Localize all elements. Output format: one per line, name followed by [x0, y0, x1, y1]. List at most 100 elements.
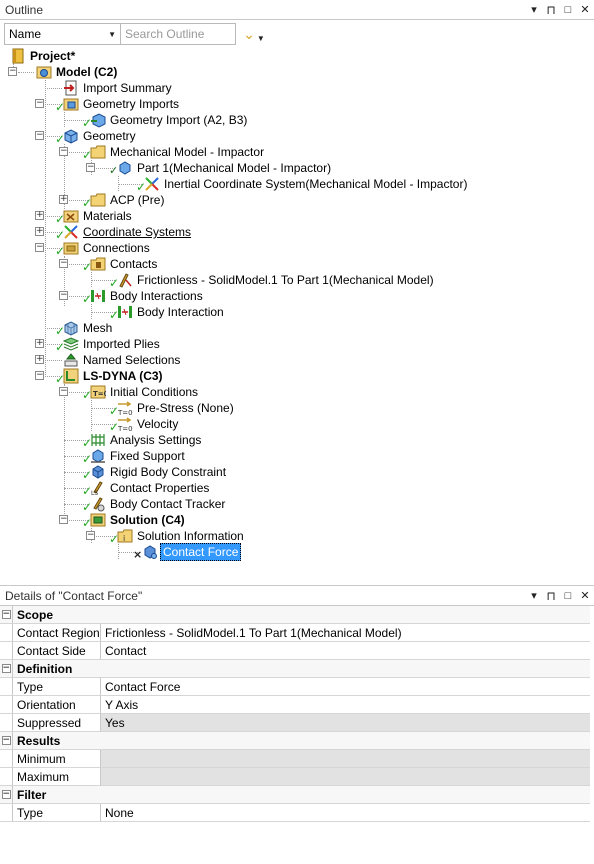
tree-node-named-selections[interactable]: Named Selections — [63, 352, 182, 368]
property-value[interactable]: Yes — [101, 714, 590, 732]
maximize-icon[interactable]: □ — [564, 3, 572, 16]
collapse-toggle[interactable]: − — [86, 530, 95, 540]
collapse-toggle[interactable]: − — [35, 130, 44, 140]
tree-node-acp-pre[interactable]: ✓ ACP (Pre) — [82, 192, 166, 209]
tree-node-ls-dyna[interactable]: ✓ LS-DYNA (C3) — [55, 368, 165, 385]
check-icon: ✓ — [82, 500, 93, 514]
collapse-toggle[interactable]: − — [59, 290, 68, 300]
materials-icon — [63, 208, 79, 224]
collapse-toggle[interactable]: − — [86, 162, 95, 172]
geometry-icon — [63, 128, 79, 144]
collapse-toggle[interactable]: − — [59, 146, 68, 156]
panel-menu-icon[interactable]: ▾ — [531, 4, 537, 16]
check-icon: ✓ — [82, 196, 93, 210]
close-icon[interactable]: ✕ — [580, 590, 590, 602]
folder-icon — [90, 192, 106, 208]
close-icon[interactable]: ✕ — [580, 4, 590, 16]
tree-node-geometry[interactable]: ✓ Geometry — [55, 128, 138, 145]
collapse-toggle[interactable]: − — [1, 663, 11, 673]
collapse-toggle[interactable]: − — [35, 98, 44, 108]
check-icon: ✓ — [55, 244, 66, 258]
collapse-toggle[interactable]: − — [1, 789, 11, 799]
property-row-suppressed[interactable]: Suppressed Yes — [0, 714, 590, 732]
property-row-maximum[interactable]: Maximum — [0, 768, 590, 786]
tree-node-mechanical-model-impactor[interactable]: ✓ Mechanical Model - Impactor — [82, 144, 266, 161]
property-row-minimum[interactable]: Minimum — [0, 750, 590, 768]
tree-node-solution[interactable]: ✓ Solution (C4) — [82, 512, 187, 529]
tree-node-body-interactions[interactable]: ✓ Body Interactions — [82, 288, 205, 305]
tree-node-model[interactable]: Model (C2) — [36, 64, 119, 80]
name-select[interactable]: Name ▼ — [4, 23, 121, 45]
collapse-toggle[interactable]: − — [59, 258, 68, 268]
folder-icon — [90, 144, 106, 160]
check-icon: ✓ — [109, 276, 120, 290]
body-interactions-icon — [90, 288, 106, 304]
tree-node-velocity[interactable]: ✓ T=0 Velocity — [109, 416, 180, 433]
section-filter[interactable]: − Filter — [0, 786, 590, 804]
collapse-toggle[interactable]: − — [59, 386, 68, 396]
collapse-toggle[interactable]: − — [59, 514, 68, 524]
property-row-contact-side[interactable]: Contact Side Contact — [0, 642, 590, 660]
property-value[interactable]: Contact Force — [101, 678, 590, 696]
coordinate-systems-icon — [63, 224, 79, 240]
tree-node-solution-information[interactable]: ✓ i Solution Information — [109, 528, 246, 545]
pin-icon[interactable]: ⊓ — [546, 2, 556, 17]
property-row-orientation[interactable]: Orientation Y Axis — [0, 696, 590, 714]
tree-node-coordinate-systems[interactable]: ✓ Coordinate Systems — [55, 224, 193, 241]
filter-dropdown-button[interactable]: ⌄▼ — [240, 23, 268, 45]
collapse-toggle[interactable]: − — [1, 735, 11, 745]
tree-node-rigid-body-constraint[interactable]: ✓ Rigid Body Constraint — [82, 464, 228, 481]
pre-stress-icon: T=0 — [117, 400, 133, 417]
tree-node-connections[interactable]: ✓ Connections — [55, 240, 152, 257]
property-value[interactable]: Y Axis — [101, 696, 590, 714]
search-outline-input[interactable]: Search Outline — [121, 23, 236, 45]
tree-node-geometry-imports[interactable]: ✓ Geometry Imports — [55, 96, 181, 113]
tree-node-contacts[interactable]: ✓ Contacts — [82, 256, 159, 273]
tree-node-analysis-settings[interactable]: ✓ Analysis Settings — [82, 432, 203, 449]
expand-toggle[interactable]: + — [35, 354, 44, 364]
tree-node-label: Inertial Coordinate System(Mechanical Mo… — [164, 177, 468, 191]
tree-node-body-contact-tracker[interactable]: ✓ Body Contact Tracker — [82, 496, 227, 513]
property-value[interactable]: Contact — [101, 642, 590, 660]
tree-node-body-interaction[interactable]: ✓ Body Interaction — [109, 304, 226, 321]
section-definition[interactable]: − Definition — [0, 660, 590, 678]
pin-icon[interactable]: ⊓ — [546, 588, 556, 603]
tree-node-fixed-support[interactable]: ✓ Fixed Support — [82, 448, 187, 465]
property-value[interactable]: None — [101, 804, 590, 822]
tree-node-contact-properties[interactable]: ✓ LS Contact Properties — [82, 480, 211, 497]
tree-node-inertial-coordinate-system[interactable]: ✓ Inertial Coordinate System(Mechanical … — [136, 176, 469, 193]
expand-toggle[interactable]: + — [35, 226, 44, 236]
section-scope[interactable]: − Scope — [0, 606, 590, 624]
expand-toggle[interactable]: + — [59, 194, 68, 204]
tree-node-geometry-import[interactable]: ✓ Geometry Import (A2, B3) — [82, 112, 249, 129]
named-selections-icon — [63, 352, 79, 368]
property-row-contact-region[interactable]: Contact Region Frictionless - SolidModel… — [0, 624, 590, 642]
maximize-icon[interactable]: □ — [564, 589, 572, 602]
tree-node-label: Mechanical Model - Impactor — [110, 145, 265, 159]
tree-node-mesh[interactable]: ✓ Mesh — [55, 320, 114, 337]
tree-node-pre-stress[interactable]: ✓ T=0 Pre-Stress (None) — [109, 400, 236, 417]
panel-menu-icon[interactable]: ▾ — [531, 590, 537, 602]
property-name: Contact Side — [13, 642, 101, 660]
tree-node-initial-conditions[interactable]: ✓ T=0 Initial Conditions — [82, 384, 200, 401]
property-row-filter-type[interactable]: Type None — [0, 804, 590, 822]
collapse-toggle[interactable]: − — [35, 370, 44, 380]
tree-node-label: Body Interaction — [137, 305, 224, 319]
tree-node-imported-plies[interactable]: ✓ Imported Plies — [55, 336, 162, 353]
tree-node-contact-force[interactable]: × Contact Force — [133, 543, 242, 561]
property-name: Suppressed — [13, 714, 101, 732]
tree-node-project[interactable]: Project* — [10, 48, 77, 64]
collapse-toggle[interactable]: − — [35, 242, 44, 252]
collapse-toggle[interactable]: − — [8, 66, 17, 76]
tree-node-materials[interactable]: ✓ Materials — [55, 208, 134, 225]
section-results[interactable]: − Results — [0, 732, 590, 750]
property-row-type[interactable]: Type Contact Force — [0, 678, 590, 696]
collapse-toggle[interactable]: − — [1, 609, 11, 619]
tree-node-import-summary[interactable]: Import Summary — [63, 80, 174, 96]
coordinate-system-icon — [144, 176, 160, 192]
tree-node-part-1[interactable]: ✓ Part 1(Mechanical Model - Impactor) — [109, 160, 333, 177]
expand-toggle[interactable]: + — [35, 338, 44, 348]
tree-node-frictionless-contact[interactable]: ✓ Frictionless - SolidModel.1 To Part 1(… — [109, 272, 436, 289]
expand-toggle[interactable]: + — [35, 210, 44, 220]
property-value[interactable]: Frictionless - SolidModel.1 To Part 1(Me… — [101, 624, 590, 642]
